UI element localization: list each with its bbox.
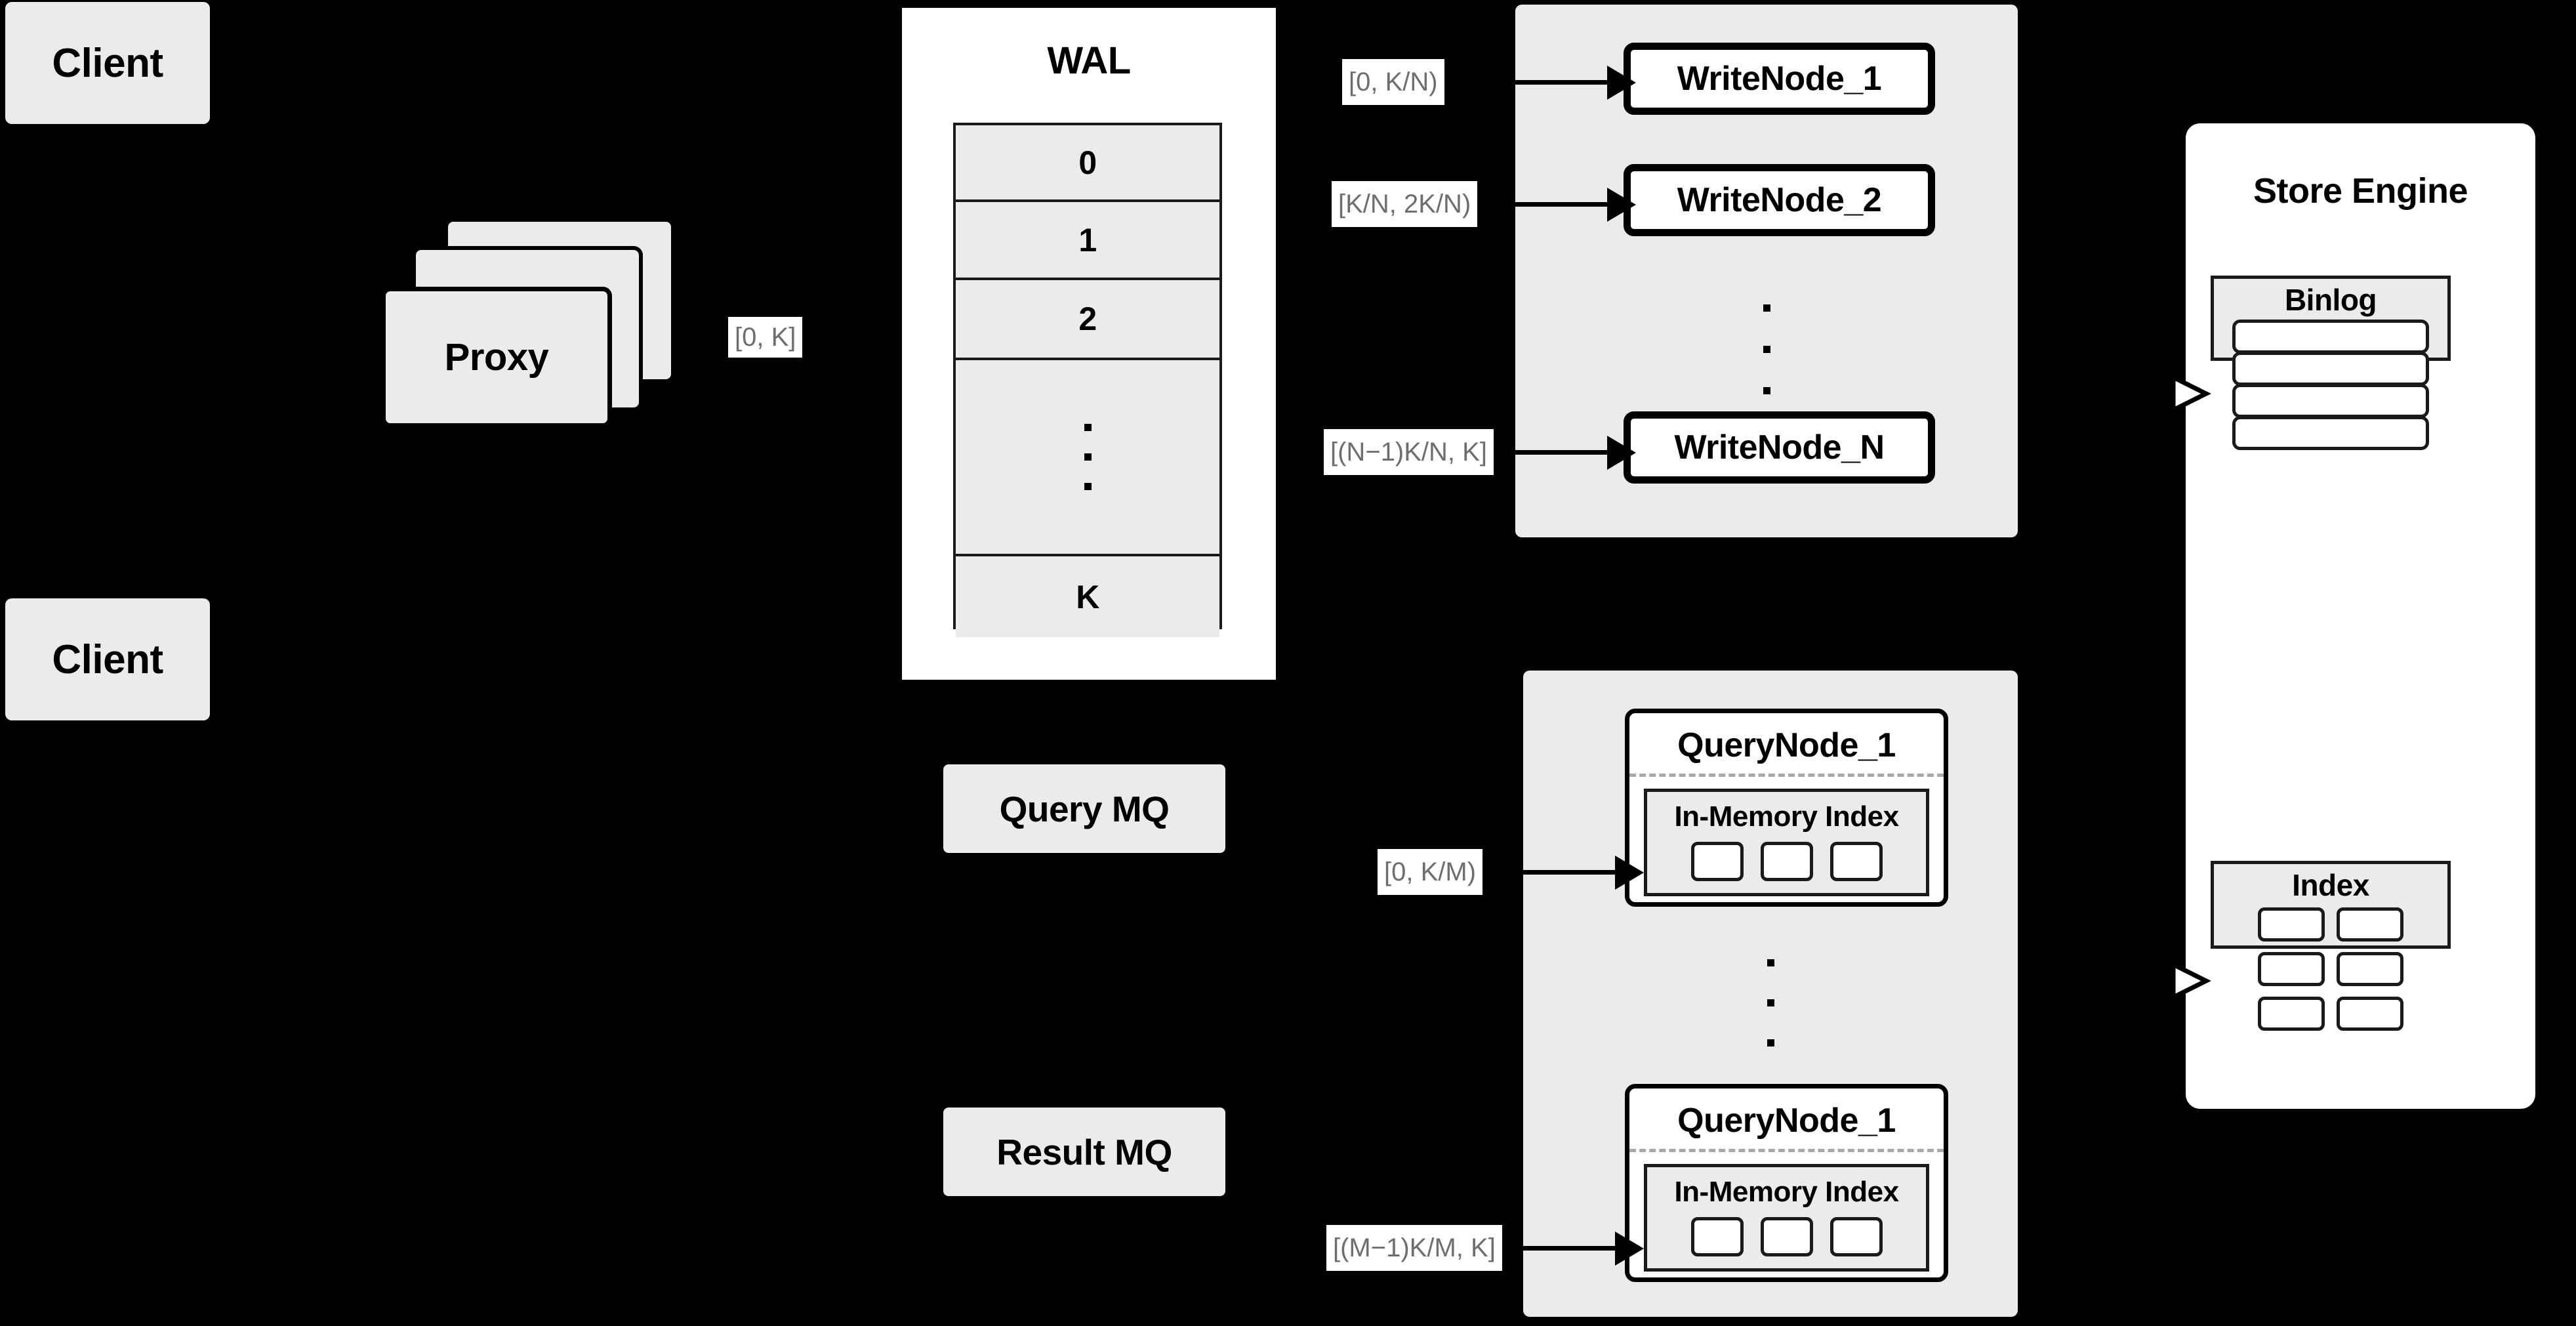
binlog-bars: [2232, 320, 2429, 450]
wal-title: WAL: [902, 37, 1276, 83]
query-node-m-index-cells: [1647, 1217, 1926, 1256]
query-node-ellipsis: [1523, 930, 2018, 1075]
result-mq-label: Result MQ: [996, 1131, 1172, 1172]
query-node-m-box[interactable]: QueryNode_1 In-Memory Index: [1625, 1084, 1948, 1282]
arrow-line-write-node-1: [1507, 80, 1612, 85]
arrow-line-query-node-m: [1515, 1246, 1620, 1251]
query-node-1-divider: [1629, 774, 1944, 777]
index-cell: [2337, 907, 2403, 942]
write-node-ellipsis: [1515, 260, 2018, 438]
store-index-cells: [2234, 907, 2428, 1031]
query-mq-box[interactable]: Query MQ: [943, 764, 1225, 853]
index-cell: [1830, 842, 1883, 881]
index-cell: [1760, 1217, 1813, 1256]
arrow-head-write-node-2: [1607, 188, 1636, 222]
client-box-1[interactable]: Client: [5, 2, 210, 124]
wal-row-ellipsis: [956, 360, 1219, 556]
query-node-m-label: QueryNode_1: [1677, 1102, 1896, 1140]
client-label-1: Client: [52, 40, 163, 86]
query-node-m-title: QueryNode_1: [1629, 1095, 1944, 1146]
wal-row-1: 1: [956, 202, 1219, 280]
vertical-ellipsis-dot: [1084, 424, 1092, 431]
index-cell: [1760, 842, 1813, 881]
wal-row-k: K: [956, 556, 1219, 637]
query-node-1-title: QueryNode_1: [1629, 720, 1944, 771]
vertical-ellipsis-dot: [1767, 1039, 1774, 1046]
index-cell: [2337, 952, 2403, 986]
range-label-write-node-2: [K/N, 2K/N): [1332, 181, 1478, 227]
query-node-m-index-title: In-Memory Index: [1674, 1176, 1899, 1208]
proxy-label: Proxy: [444, 336, 549, 379]
arrow-head-write-node-1: [1607, 66, 1636, 100]
arrow-store-index: [2135, 961, 2211, 1001]
query-node-m-in-memory-index: In-Memory Index: [1644, 1164, 1929, 1272]
arrow-head-query-node-1: [1615, 856, 1644, 890]
wal-title-text: WAL: [1047, 39, 1131, 82]
store-index-title: Index: [2292, 868, 2369, 902]
result-mq-box[interactable]: Result MQ: [943, 1108, 1225, 1196]
query-node-1-index-title: In-Memory Index: [1674, 800, 1899, 833]
index-cell: [1690, 1217, 1744, 1256]
arrow-line-write-node-2: [1507, 202, 1612, 207]
vertical-ellipsis-dot: [1084, 483, 1092, 490]
arrow-head-write-node-n: [1607, 436, 1636, 470]
vertical-ellipsis-dot: [1084, 453, 1092, 461]
write-node-1-label: WriteNode_1: [1677, 60, 1882, 98]
index-cell: [2337, 997, 2403, 1031]
query-node-m-divider: [1629, 1149, 1944, 1152]
write-node-2-box[interactable]: WriteNode_2: [1624, 164, 1935, 236]
store-index-box: Index: [2211, 861, 2451, 1031]
vertical-ellipsis-dot: [1763, 304, 1770, 312]
wal-row-2: 2: [956, 280, 1219, 360]
arrow-binlog: [2135, 373, 2211, 414]
wal-row-k-label: K: [1076, 578, 1099, 615]
binlog-box: Binlog: [2211, 276, 2451, 450]
query-node-group: QueryNode_1 In-Memory Index: [1523, 671, 2018, 1317]
query-node-1-in-memory-index: In-Memory Index: [1644, 789, 1929, 896]
wal-panel: WAL 0 1 2 K: [896, 2, 1282, 686]
range-label-query-node-1: [0, K/M): [1378, 849, 1483, 895]
binlog-bar: [2232, 320, 2429, 354]
client-label-2: Client: [52, 636, 163, 682]
index-cell: [1690, 842, 1744, 881]
wal-table: 0 1 2 K: [953, 123, 1222, 637]
wal-row-0-label: 0: [1078, 144, 1097, 181]
binlog-title: Binlog: [2284, 283, 2377, 317]
index-cell: [2258, 952, 2325, 986]
write-node-1-box[interactable]: WriteNode_1: [1624, 43, 1935, 115]
proxy-box[interactable]: Proxy: [381, 287, 612, 428]
binlog-bar: [2232, 384, 2429, 418]
arrow-head-query-node-m: [1615, 1232, 1644, 1266]
write-node-n-box[interactable]: WriteNode_N: [1624, 411, 1935, 484]
wal-row-1-label: 1: [1078, 221, 1097, 259]
range-label-query-node-m: [(M−1)K/M, K]: [1326, 1225, 1502, 1271]
vertical-ellipsis-dot: [1767, 959, 1774, 966]
query-mq-label: Query MQ: [999, 788, 1170, 829]
vertical-ellipsis-dot: [1767, 999, 1774, 1006]
vertical-ellipsis-dot: [1763, 345, 1770, 353]
query-node-1-box[interactable]: QueryNode_1 In-Memory Index: [1625, 709, 1948, 907]
binlog-bar: [2232, 352, 2429, 386]
query-node-1-label: QueryNode_1: [1677, 726, 1896, 764]
store-engine-title: Store Engine: [2186, 159, 2535, 222]
store-engine-panel: Store Engine Binlog Index: [2186, 123, 2535, 1109]
wal-row-0: 0: [956, 125, 1219, 202]
index-cell: [2258, 907, 2325, 942]
write-node-n-label: WriteNode_N: [1674, 428, 1885, 466]
query-node-1-index-cells: [1647, 842, 1926, 881]
write-node-group: WriteNode_1 WriteNode_2 WriteNode_N: [1515, 5, 2018, 537]
client-box-2[interactable]: Client: [5, 598, 210, 720]
index-cell: [1830, 1217, 1883, 1256]
store-engine-title-text: Store Engine: [2253, 171, 2468, 211]
arrow-line-query-node-1: [1515, 870, 1620, 875]
range-label-write-node-1: [0, K/N): [1342, 59, 1444, 105]
index-cell: [2258, 997, 2325, 1031]
range-label-write-node-n: [(N−1)K/N, K]: [1324, 429, 1494, 475]
write-node-2-label: WriteNode_2: [1677, 181, 1882, 219]
binlog-bar: [2232, 416, 2429, 450]
arrow-line-write-node-n: [1507, 450, 1612, 455]
range-label-proxy-to-wal: [0, K]: [728, 317, 803, 358]
vertical-ellipsis-dot: [1763, 386, 1770, 394]
wal-row-2-label: 2: [1078, 300, 1097, 337]
